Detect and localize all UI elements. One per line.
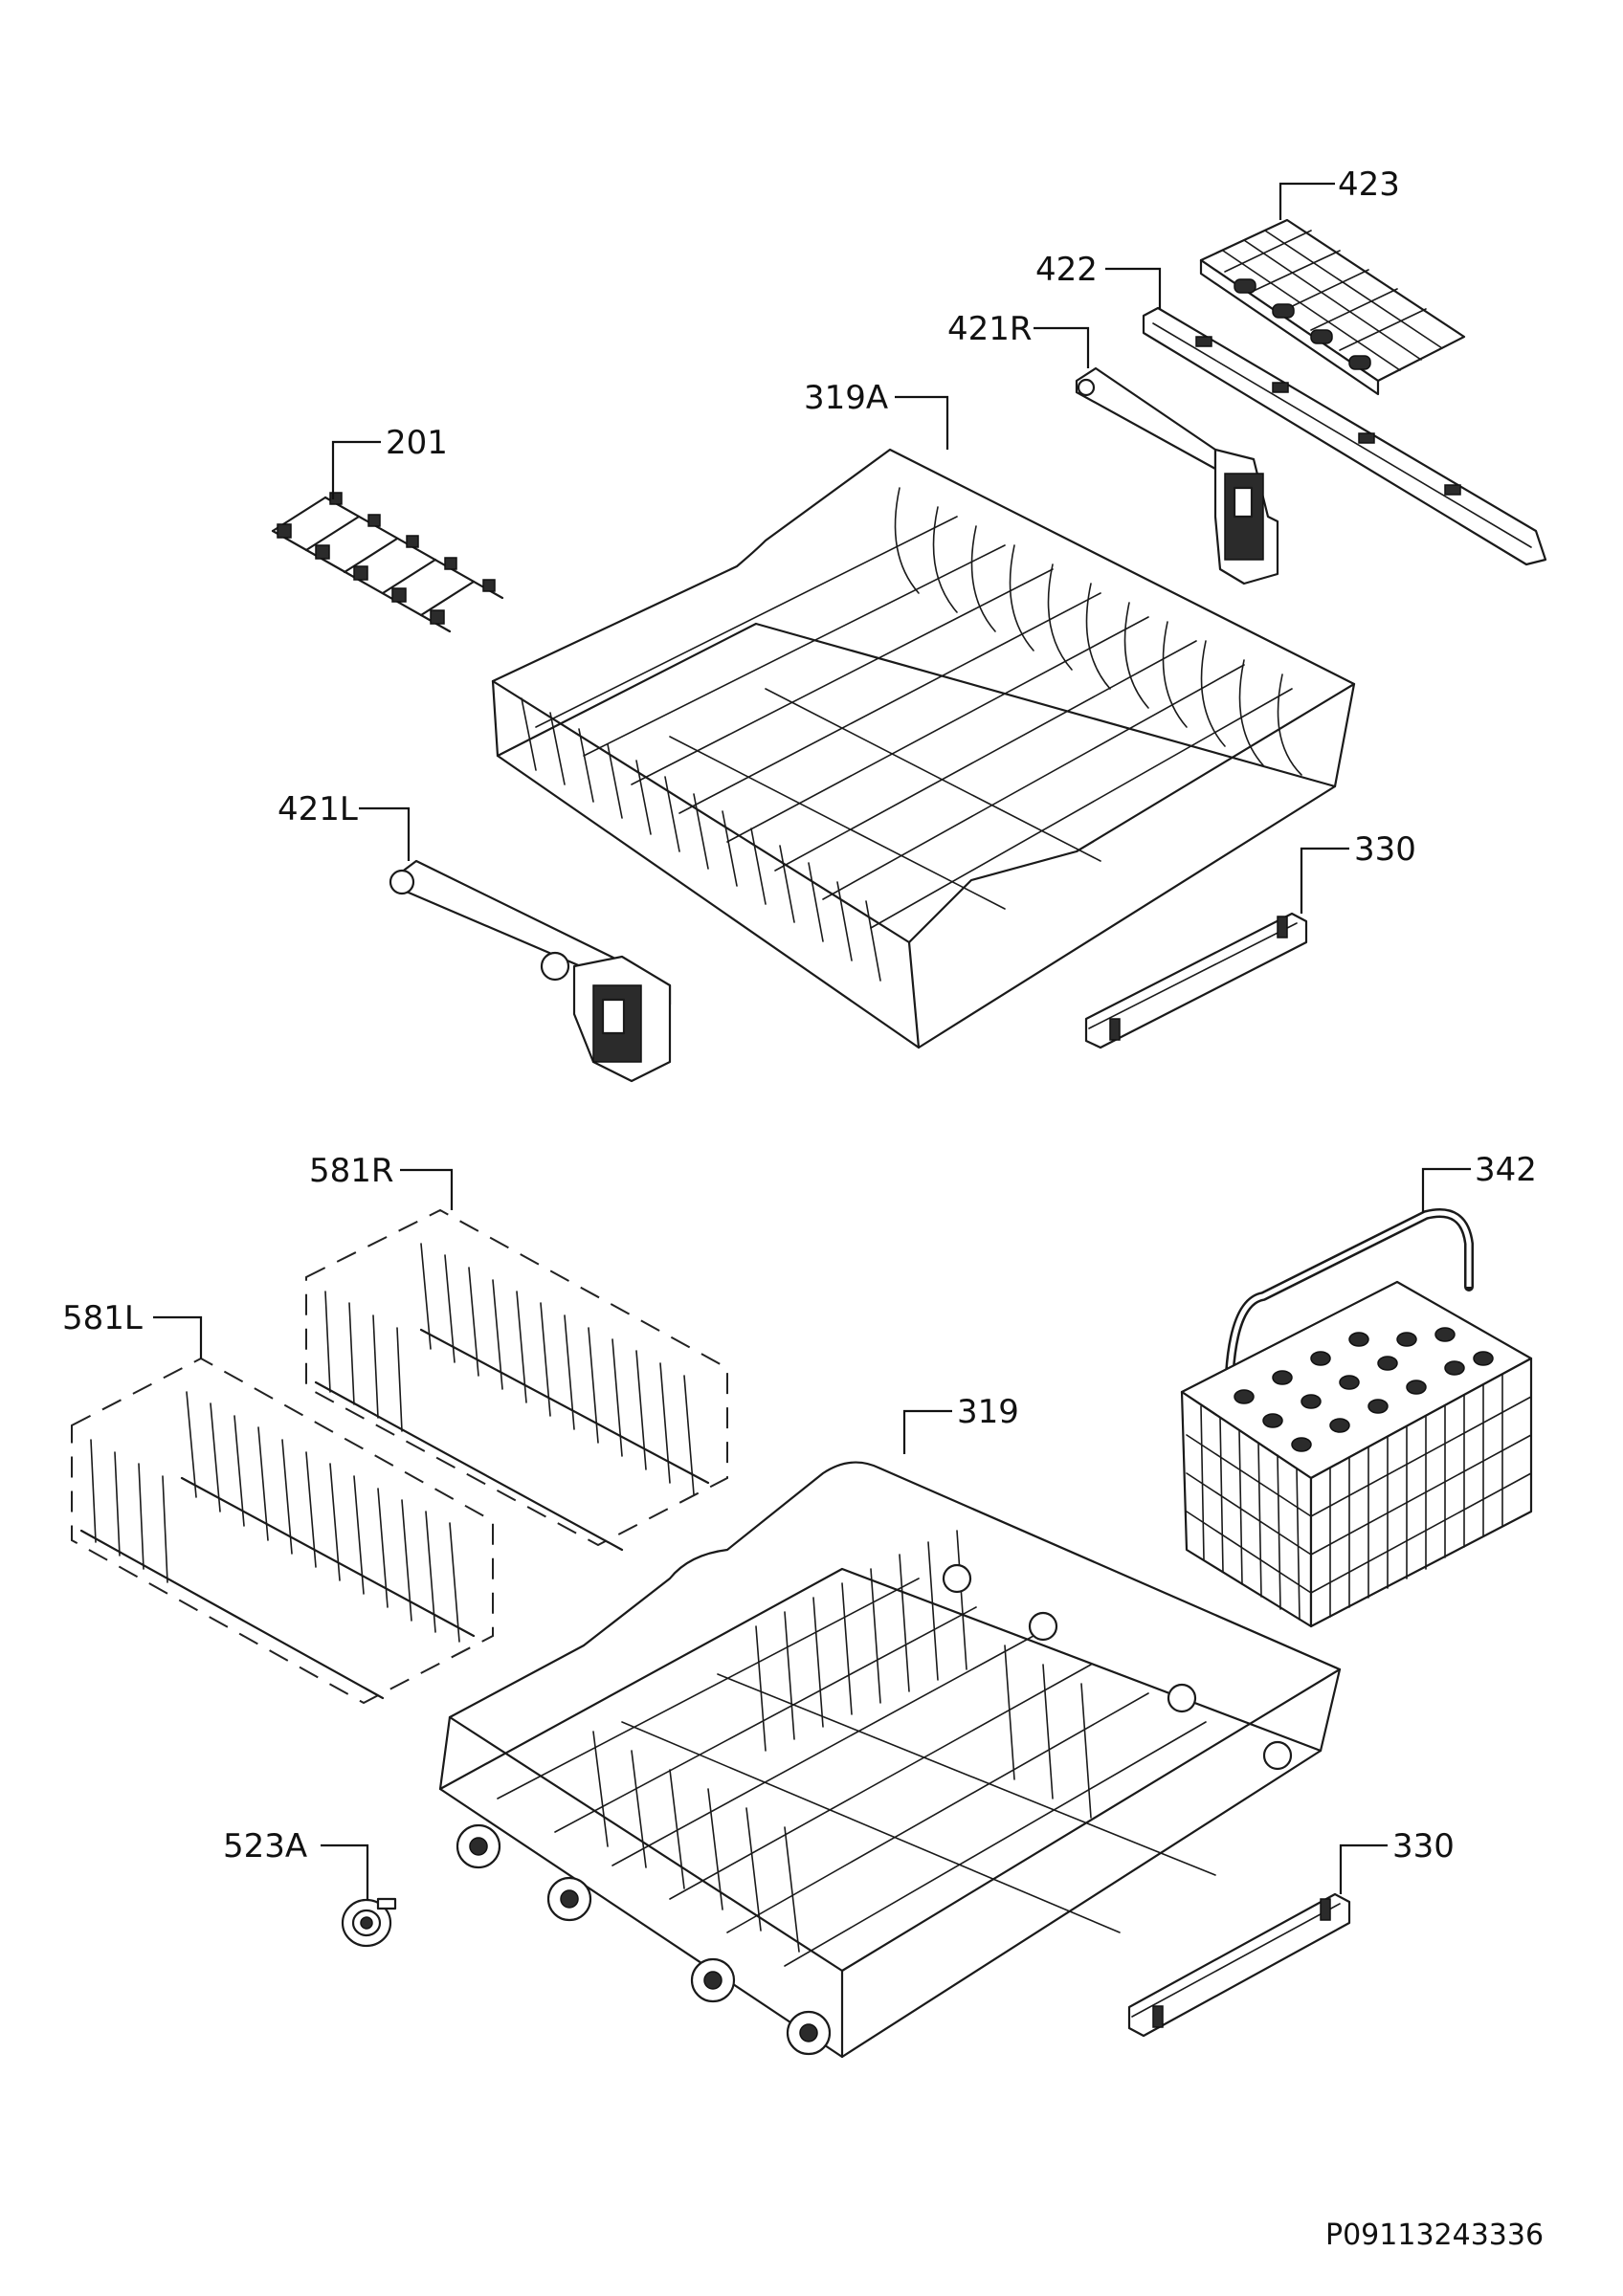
- label-201: 201: [386, 424, 448, 462]
- label-581L: 581L: [62, 1299, 143, 1337]
- part-201-comb: [271, 492, 504, 633]
- label-422: 422: [1035, 251, 1098, 289]
- part-330-upper-strip: [1084, 912, 1308, 1049]
- part-319-lower-basket: [438, 1461, 1342, 2059]
- part-labels: 423 422 421R 319A 201 421L 330 581R 342 …: [62, 166, 1544, 2252]
- label-342: 342: [1475, 1151, 1537, 1189]
- label-523A: 523A: [223, 1827, 307, 1866]
- drawing-code: P09113243336: [1325, 2219, 1544, 2252]
- label-421L: 421L: [278, 790, 358, 828]
- part-422-rail: [1142, 306, 1547, 566]
- label-581R: 581R: [309, 1152, 394, 1190]
- label-421R: 421R: [947, 310, 1033, 348]
- label-319: 319: [957, 1393, 1019, 1431]
- label-330-lower: 330: [1392, 1827, 1455, 1866]
- part-423-tray: [1199, 218, 1466, 396]
- part-330-lower-strip: [1127, 1892, 1351, 2038]
- part-342-cutlery-basket: [1180, 1208, 1533, 1628]
- label-423: 423: [1338, 166, 1400, 204]
- part-523A-wheel: [341, 1897, 397, 1948]
- part-319A-upper-basket: [491, 448, 1356, 1049]
- part-421L-adjuster: [389, 859, 672, 1083]
- leader-lines: [153, 182, 1471, 1900]
- part-581R-tine-rack: [305, 1208, 728, 1552]
- label-330-upper: 330: [1354, 830, 1416, 869]
- part-421R-adjuster: [1075, 366, 1279, 585]
- part-581L-tine-rack: [71, 1357, 494, 1705]
- label-319A: 319A: [804, 379, 888, 417]
